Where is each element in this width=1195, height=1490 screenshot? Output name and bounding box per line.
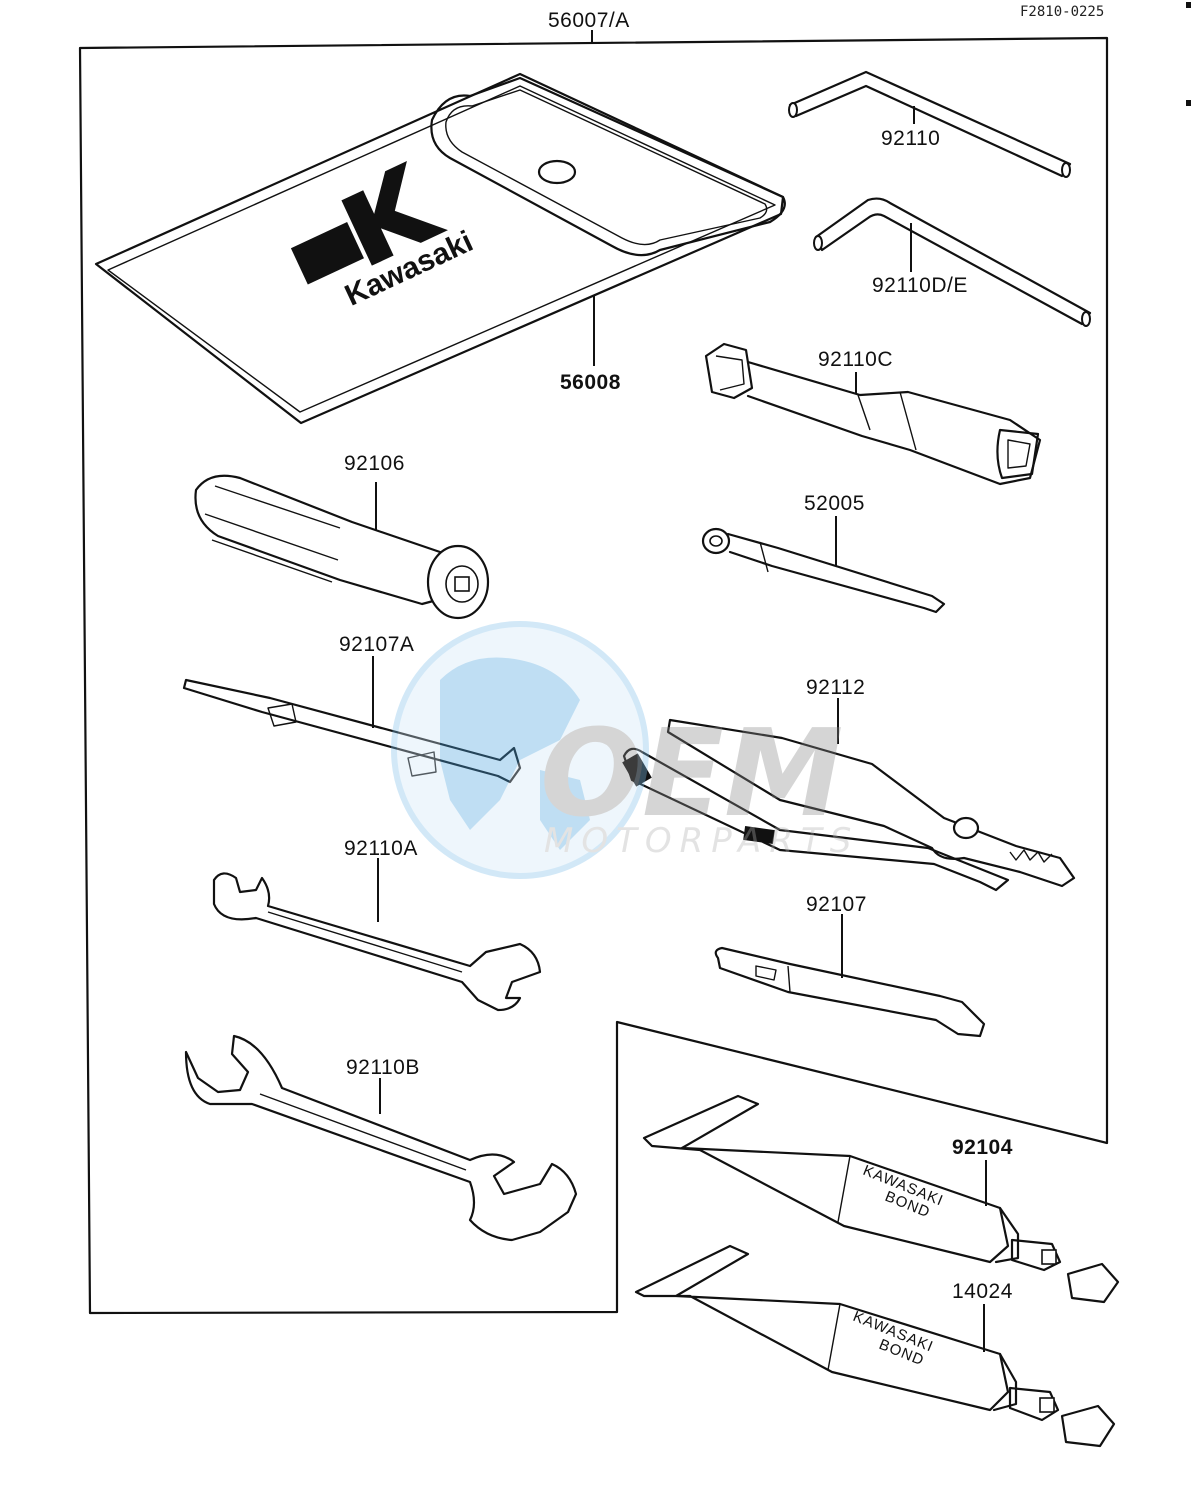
label-pouch: 56008 [560,371,621,394]
label-wrench-b: 92110B [346,1056,420,1079]
kit-label: 56007/A [548,9,630,32]
bond-tube-1: KAWASAKI BOND 92104 [642,1094,1120,1304]
label-hex-wrench: 92110 [881,127,940,150]
corner-mark [1186,100,1191,106]
drawing-code: F2810-0225 [1020,4,1104,20]
handle: 92106 [194,452,490,620]
screwdriver: 92107 [714,893,986,1038]
bond-tube-2: KAWASAKI BOND 14024 [634,1244,1116,1448]
label-wrench-a: 92110A [344,837,418,860]
corner-mark [1186,2,1191,8]
label-screwdriver-a: 92107A [339,633,414,656]
spoke-wrench: 52005 [701,492,946,614]
label-bond-tube-2: 14024 [952,1280,1013,1303]
watermark-sub-text: MOTORPARTS [544,821,859,861]
label-pliers: 92112 [806,676,865,699]
hex-wrench-de: 92110D/E [813,197,1092,327]
screwdriver-a: 92107A [182,633,522,784]
label-hex-wrench-de: 92110D/E [872,274,968,297]
label-plug-wrench: 92110C [818,348,893,371]
watermark-logo: OEM MOTORPARTS [391,621,859,879]
wrench-b: 92110B [184,1034,578,1242]
label-bond-tube-1: 92104 [952,1136,1013,1159]
label-spoke-wrench: 52005 [804,492,865,515]
label-screwdriver: 92107 [806,893,867,916]
plug-wrench: 92110C [704,342,1042,486]
kit-frame: 56007/A [78,9,1109,1315]
pliers: 92112 [622,676,1076,892]
tool-pouch: Kawasaki 56008 [94,72,786,425]
watermark-main-text: OEM [540,705,843,844]
kawasaki-logo: Kawasaki [290,161,478,313]
wrench-a: 92110A [212,837,542,1012]
snap-button-icon [537,159,577,185]
label-handle: 92106 [344,452,405,475]
hex-wrench: 92110 [788,70,1072,178]
